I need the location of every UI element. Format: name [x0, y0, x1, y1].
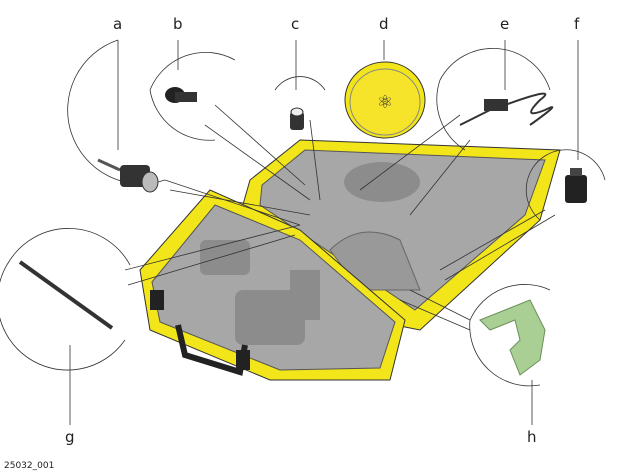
adapter-b: [165, 87, 197, 103]
latch: [236, 350, 250, 370]
label-g: g: [65, 428, 75, 446]
pole-g: [18, 260, 114, 330]
latch: [150, 290, 164, 310]
holder-h: [479, 299, 546, 376]
label-h: h: [527, 428, 537, 446]
gnss-antenna-d: ⚛: [344, 61, 426, 139]
label-f: f: [574, 15, 580, 33]
figure-id: 25032_001: [4, 461, 55, 471]
antenna-slot: [344, 162, 420, 202]
base-recess: [200, 240, 250, 275]
base-recess: [235, 290, 305, 345]
label-b: b: [173, 15, 183, 33]
adapter-f: [565, 168, 587, 203]
adapter-a: [97, 158, 159, 193]
lid-insert: [259, 149, 546, 311]
base-recess: [290, 270, 320, 320]
svg-text:⚛: ⚛: [377, 92, 393, 113]
label-e: e: [500, 15, 510, 33]
label-c: c: [291, 15, 300, 33]
label-d: d: [379, 15, 389, 33]
cable-e: [459, 92, 554, 126]
part-c: [290, 107, 304, 130]
callout-lines: [0, 39, 606, 425]
label-a: a: [113, 15, 123, 33]
